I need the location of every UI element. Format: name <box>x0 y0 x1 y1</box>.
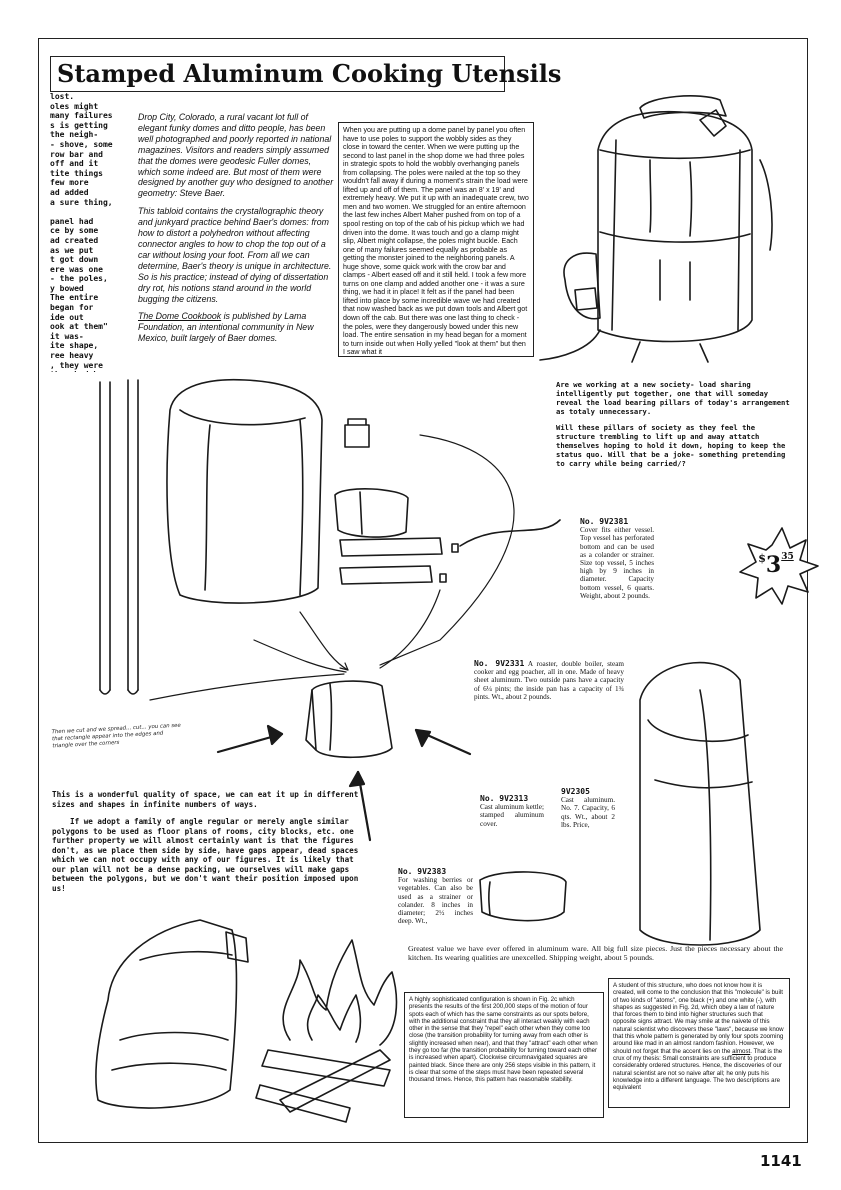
fragment-line: y bowed <box>50 283 84 293</box>
greatest-value-paragraph: Greatest value we have ever offered in a… <box>408 944 783 962</box>
fragment-line: t got down <box>50 255 99 265</box>
fragment-line: off and it <box>50 159 99 169</box>
small-pouch-illustration <box>334 418 409 538</box>
fragment-line: they had been <box>50 370 130 372</box>
fragment-line: lost. <box>50 92 75 101</box>
small-roll-sack-illustration <box>479 871 567 922</box>
page-number: 1141 <box>760 1152 802 1170</box>
fragment-line: The entire <box>50 293 99 303</box>
configuration-text: A highly sophisticated configuration is … <box>409 996 598 1084</box>
fragment-line: ere was one <box>50 264 103 274</box>
configuration-box: A highly sophisticated configuration is … <box>404 992 604 1118</box>
fragment-line: - shove, some <box>50 139 113 149</box>
sleeping-bag-illustration <box>95 919 249 1109</box>
stuff-sack-illustration <box>166 378 323 604</box>
catalog-description: Cover fits either vessel. Top vessel has… <box>580 526 654 600</box>
intro-paragraph: Drop City, Colorado, a rural vacant lot … <box>138 112 334 199</box>
fragment-line: - the poles, <box>50 274 108 284</box>
price-starburst <box>739 527 819 605</box>
catalog-entry-9v2383: No. 9V2383 For washing berries or vegeta… <box>398 867 473 926</box>
campfire-illustration <box>255 939 398 1123</box>
intro-paragraph: This tabloid contains the crystallograph… <box>138 206 332 304</box>
greatest-value-text: Greatest value we have ever offered in a… <box>408 944 783 962</box>
converging-arrows <box>149 434 515 701</box>
student-text-part: . That is the crux of my thesis: Small c… <box>613 1047 783 1092</box>
fragment-line: ide out <box>50 312 84 322</box>
price-cents: 35 <box>781 552 794 562</box>
catalog-entry-9v2331: No. 9V2331 A roaster, double boiler, ste… <box>474 659 624 701</box>
fragment-line: oles might <box>50 101 99 111</box>
fragment-line: tite things <box>50 168 103 178</box>
catalog-entry-9v2313: No. 9V2313 Cast aluminum kettle; stamped… <box>480 794 544 828</box>
student-text-part: A student of this structure, who does no… <box>613 982 784 1055</box>
fragment-line: many failures <box>50 111 113 121</box>
society-paragraph: Are we working at a new society- load sh… <box>556 380 790 416</box>
student-structure-box: A student of this structure, who does no… <box>608 978 790 1108</box>
cookbook-title: The Dome Cookbook <box>138 311 222 322</box>
catalog-number: 9V2305 <box>561 787 590 796</box>
price-label: $335 <box>748 552 804 578</box>
catalog-entry-9v2305: 9V2305 Cast aluminum. No. 7. Capacity, 6… <box>561 787 615 829</box>
fragment-line: ree heavy <box>50 351 94 361</box>
fragment-line: ce by some <box>50 226 99 236</box>
catalog-number: No. 9V2313 <box>480 794 529 803</box>
price-dollar: $ <box>758 552 766 565</box>
wonder-paragraph: This is a wonderful quality of space, we… <box>52 790 359 809</box>
dome-story-text: When you are putting up a dome panel by … <box>343 126 529 357</box>
backpack-illustration <box>539 95 773 363</box>
straps-illustration <box>339 519 561 585</box>
wonderful-quality-text: This is a wonderful quality of space, we… <box>52 790 372 901</box>
straight-arrows <box>216 724 472 842</box>
fragment-line: it was- <box>50 331 84 341</box>
dome-story-box: When you are putting up a dome panel by … <box>338 122 534 357</box>
tent-poles-illustration <box>99 379 139 695</box>
catalog-description: Cast aluminum kettle; stamped aluminum c… <box>480 803 544 828</box>
cookbook-note: is published by Lama Foundation, an inte… <box>138 311 314 344</box>
catalog-number: No. 9V2383 <box>398 867 447 876</box>
fragment-line: as we put <box>50 245 94 255</box>
fragment-line: row bar and <box>50 149 103 159</box>
catalog-number: No. 9V2331 <box>474 659 525 668</box>
fragment-line: a sure thing, <box>50 197 113 207</box>
fragment-line: , they were <box>50 360 103 370</box>
fragment-line: began for <box>50 303 94 313</box>
fragment-line: panel had <box>50 216 94 226</box>
catalog-number: No. 9V2381 <box>580 517 629 526</box>
society-paragraph: Will these pillars of society as they fe… <box>556 423 786 468</box>
page-title: Stamped Aluminum Cooking Utensils <box>50 56 561 92</box>
fragment-line: ad added <box>50 187 89 197</box>
fragment-line: ite shape, <box>50 341 99 351</box>
fragment-line: few more <box>50 178 89 188</box>
compression-sack-illustration <box>639 661 761 946</box>
student-structure-text: A student of this structure, who does no… <box>613 982 785 1091</box>
catalog-description: Cast aluminum. No. 7. Capacity, 6 qts. W… <box>561 796 615 829</box>
catalog-description: A roaster, double boiler, steam cooker a… <box>474 660 624 701</box>
fragment-line: ad created <box>50 235 99 245</box>
fragment-line: s is getting <box>50 120 108 130</box>
society-text: Are we working at a new society- load sh… <box>556 380 791 475</box>
fragment-line: ook at them" <box>50 322 108 332</box>
intro-paragraph: The Dome Cookbook is published by Lama F… <box>138 311 334 344</box>
price-whole: 3 <box>765 552 782 578</box>
catalog-description: For washing berries or vegetables. Can a… <box>398 876 473 926</box>
intro-text: Drop City, Colorado, a rural vacant lot … <box>138 112 334 372</box>
fragment-line: the neigh- <box>50 130 99 140</box>
cook-kit-bag-illustration <box>305 680 393 759</box>
catalog-entry-9v2381: No. 9V2381 Cover fits either vessel. Top… <box>580 517 654 600</box>
wonder-paragraph: If we adopt a family of angle regular or… <box>52 817 359 893</box>
underlined-word: almost <box>732 1047 751 1055</box>
